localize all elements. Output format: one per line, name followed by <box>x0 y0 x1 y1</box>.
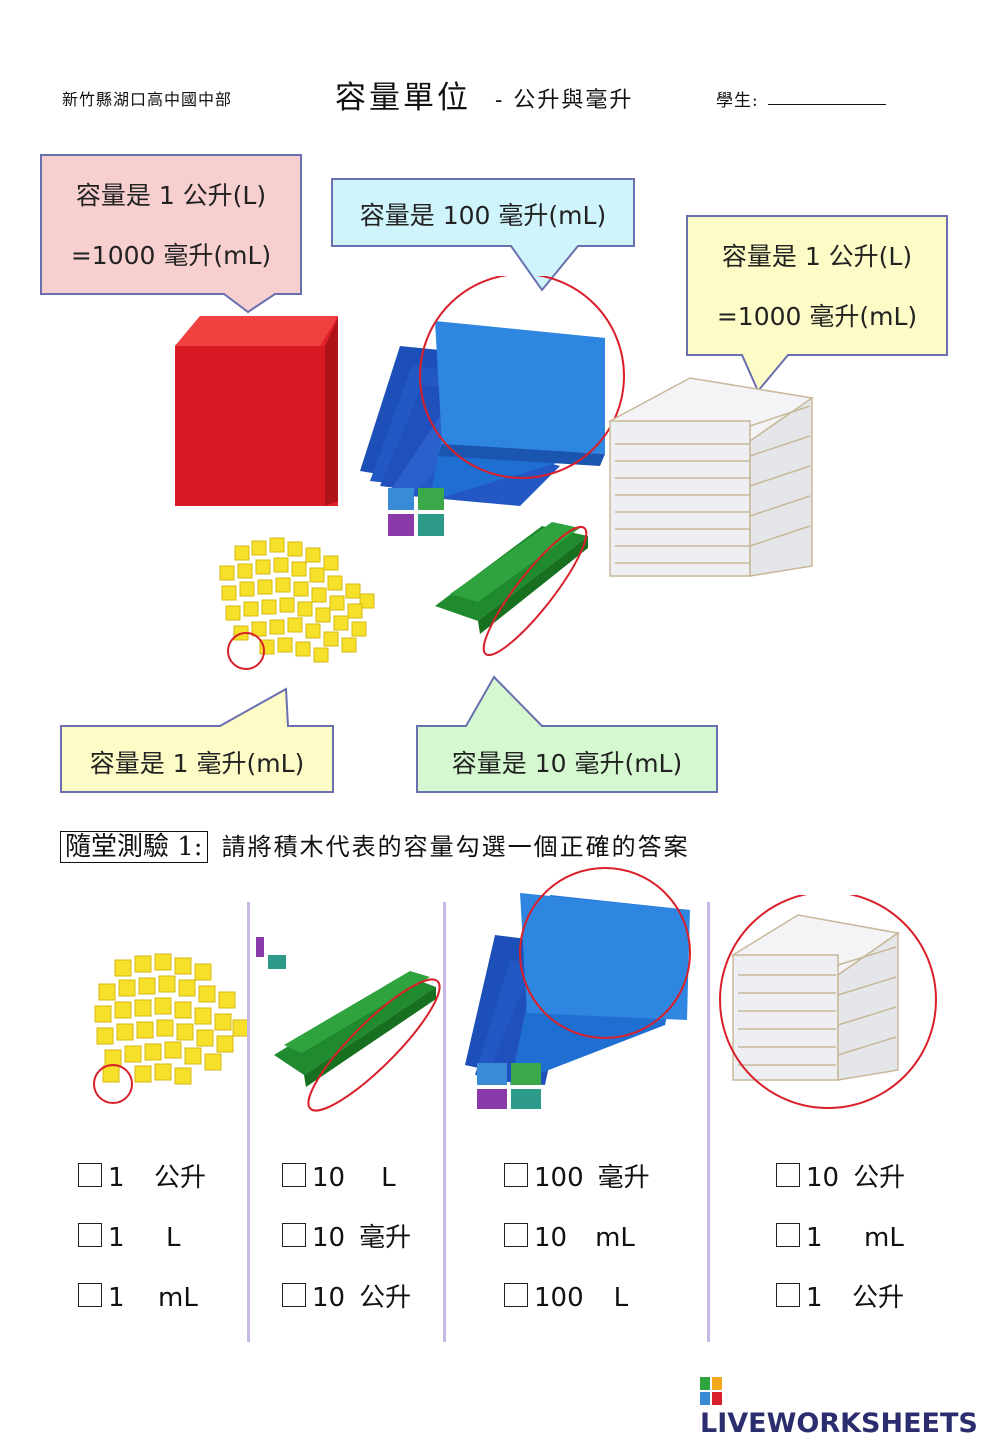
quiz-image-blue-flat <box>465 867 691 1109</box>
liveworksheets-logo: LIVEWORKSHEETS <box>700 1377 1000 1439</box>
callout-yellow-line1: 容量是 1 公升(L) <box>721 242 913 271</box>
checkbox-icon[interactable] <box>504 1283 528 1307</box>
callout-red-line1: 容量是 1 公升(L) <box>75 181 267 210</box>
quiz-image-clear-container <box>719 895 937 1109</box>
quiz-heading: 隨堂測驗 1: 請將積木代表的容量勾選一個正確的答案 <box>60 826 690 863</box>
checkbox-icon[interactable] <box>776 1283 800 1307</box>
student-name-line[interactable] <box>768 104 886 105</box>
blue-flat-highlight-circle <box>419 276 625 479</box>
blue-flats-icon <box>360 321 605 506</box>
worksheet-title: 容量單位 <box>335 80 471 116</box>
student-label: 學生: <box>716 91 759 111</box>
quiz-yellow-highlight-circle <box>93 1064 133 1104</box>
yellow-cube-highlight-circle <box>227 632 265 670</box>
checkbox-icon[interactable] <box>282 1223 306 1247</box>
green-rod-highlight-ellipse <box>482 525 588 657</box>
watermark-badges <box>388 488 444 536</box>
green-rods-icon <box>435 522 588 634</box>
quiz-label: 隨堂測驗 1: <box>60 831 208 863</box>
quiz-instruction: 請將積木代表的容量勾選一個正確的答案 <box>221 833 690 861</box>
callout-green-text: 容量是 10 毫升(mL) <box>451 749 683 778</box>
quiz-image-green-rod <box>256 937 441 1112</box>
checkbox-icon[interactable] <box>78 1163 102 1187</box>
clear-container-icon <box>607 377 814 577</box>
checkbox-icon[interactable] <box>282 1163 306 1187</box>
callout-yellow-line2: =1000 毫升(mL) <box>716 302 918 331</box>
callout-1-ml-yellow: 容量是 1 毫升(mL) <box>60 687 334 794</box>
callout-cyan-text: 容量是 100 毫升(mL) <box>359 201 607 230</box>
school-name: 新竹縣湖口高中國中部 <box>62 90 233 109</box>
checkbox-icon[interactable] <box>282 1283 306 1307</box>
red-cube-icon <box>175 316 338 506</box>
callout-10-ml-green: 容量是 10 毫升(mL) <box>416 675 718 794</box>
callout-1-liter-red: 容量是 1 公升(L) =1000 毫升(mL) <box>40 154 302 314</box>
liveworksheets-mark-icon <box>700 1377 722 1405</box>
checkbox-icon[interactable] <box>78 1283 102 1307</box>
column-divider-2 <box>443 902 446 1342</box>
callout-yellow-bottom-text: 容量是 1 毫升(mL) <box>89 749 305 778</box>
checkbox-icon[interactable] <box>504 1163 528 1187</box>
worksheet-subtitle: - 公升與毫升 <box>495 88 634 113</box>
callout-1-liter-yellow: 容量是 1 公升(L) =1000 毫升(mL) <box>686 215 948 393</box>
blocks-illustration <box>175 276 814 670</box>
checkbox-icon[interactable] <box>776 1163 800 1187</box>
checkbox-icon[interactable] <box>504 1223 528 1247</box>
checkbox-icon[interactable] <box>78 1223 102 1247</box>
quiz-image-yellow-cube <box>93 953 250 1104</box>
column-divider-3 <box>707 902 710 1342</box>
yellow-cubes-icon <box>219 537 375 663</box>
checkbox-icon[interactable] <box>776 1223 800 1247</box>
callout-100-ml-cyan: 容量是 100 毫升(mL) <box>331 178 635 293</box>
column-divider-1 <box>247 902 250 1342</box>
callout-red-line2: =1000 毫升(mL) <box>70 241 272 270</box>
